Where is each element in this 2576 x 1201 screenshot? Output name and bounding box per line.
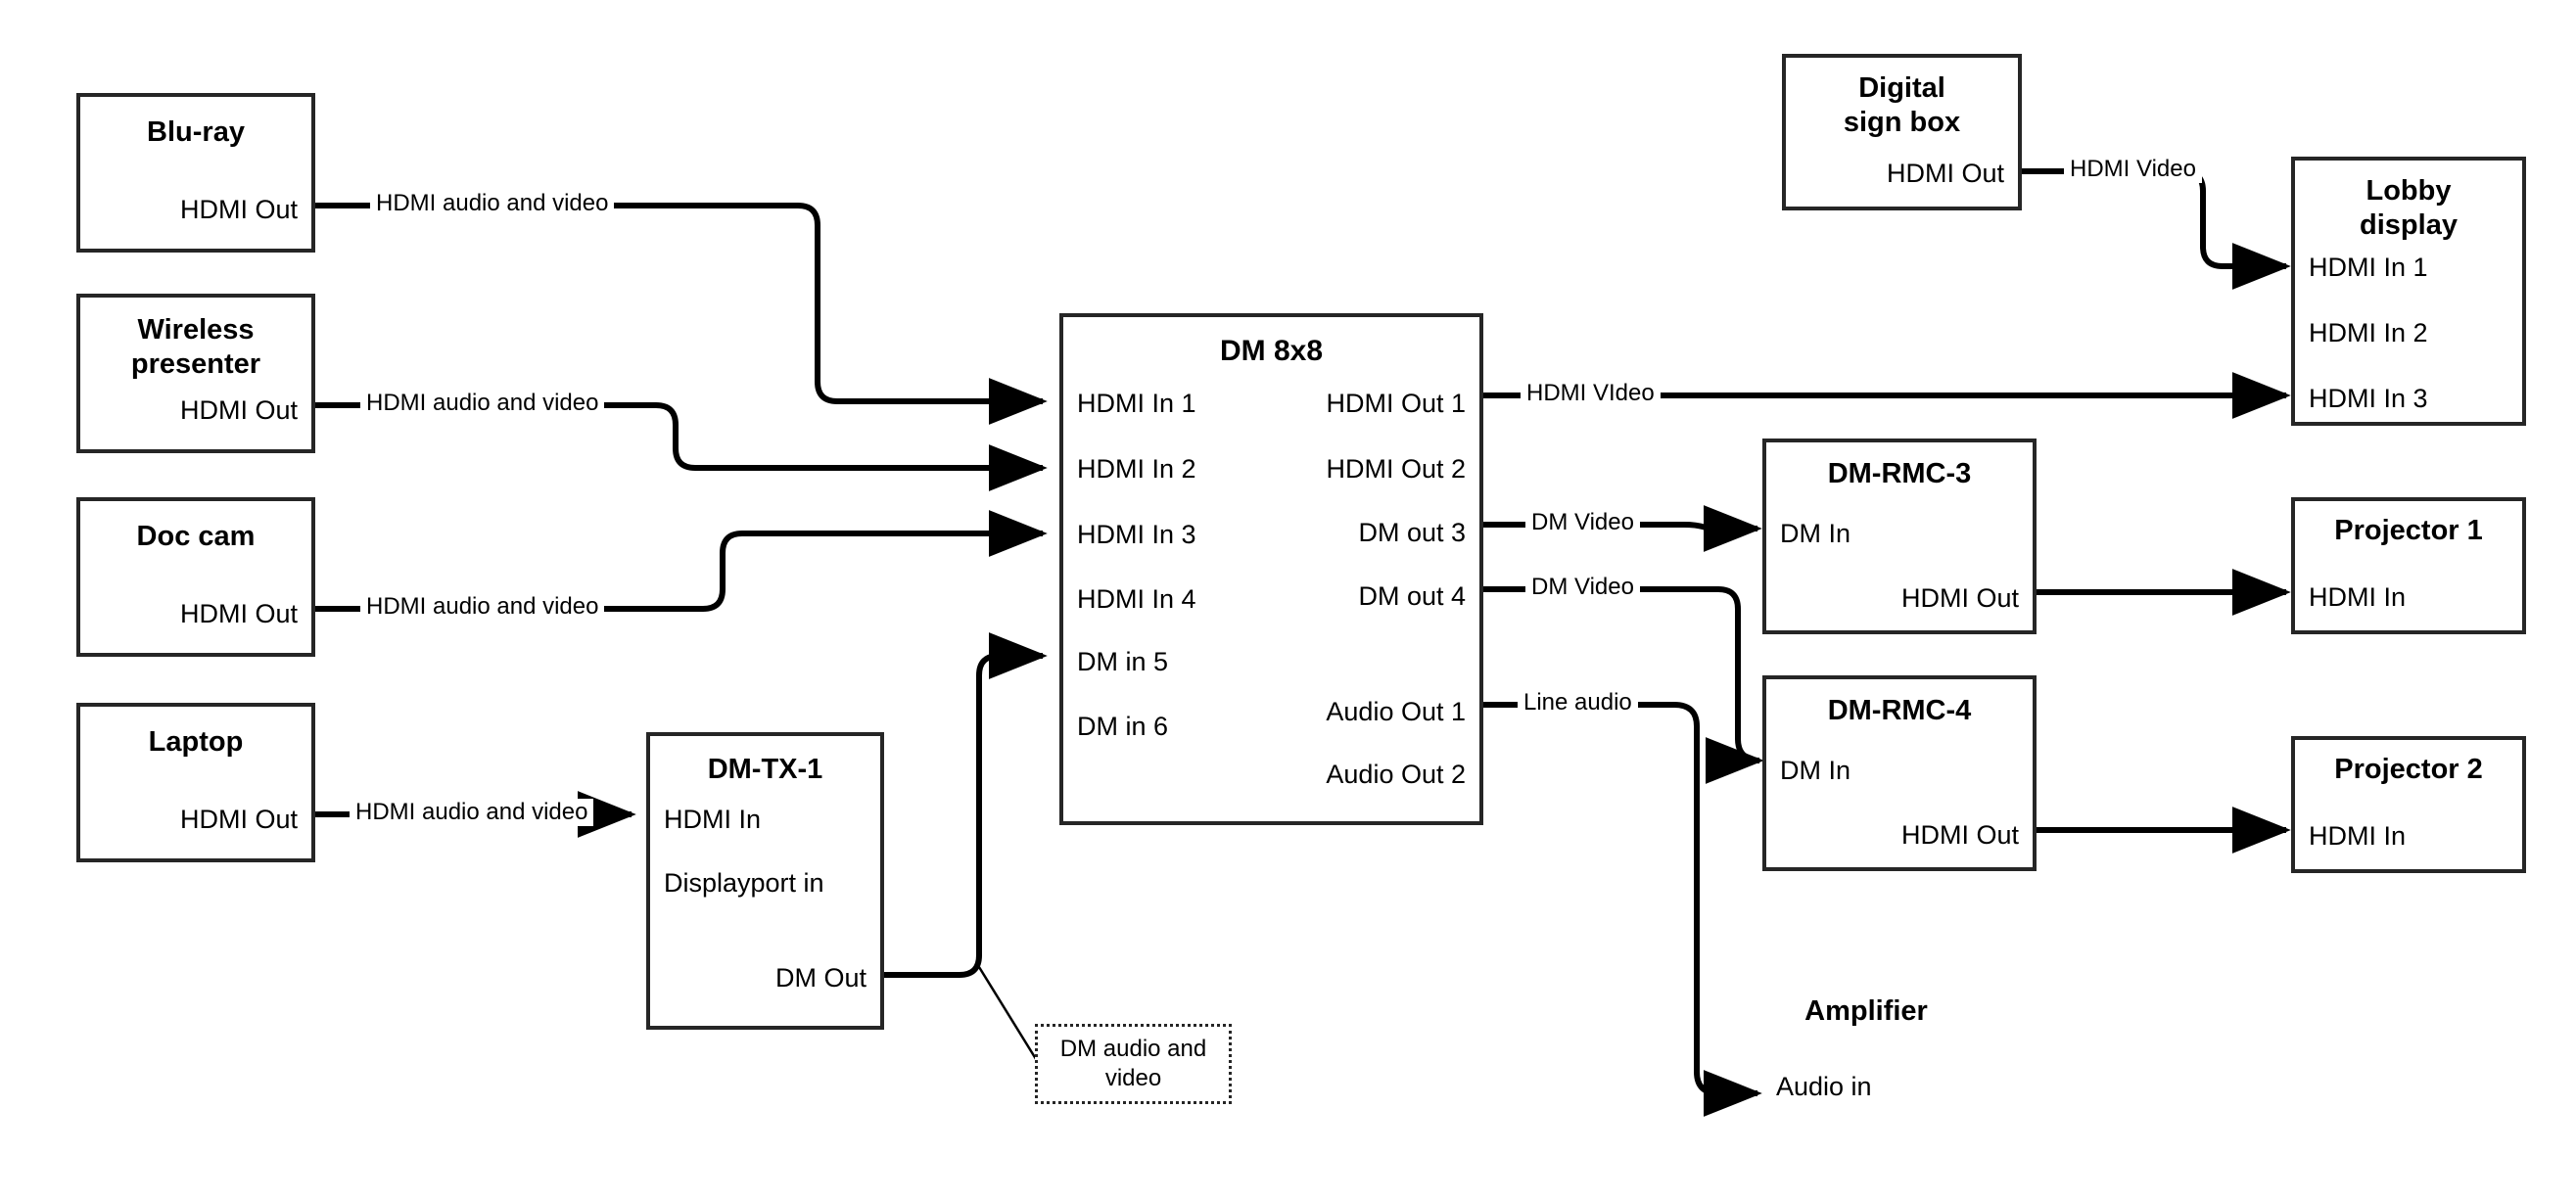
wire-dmtx1-to-dm8x8 [884,632,1048,978]
node-lobby-display-title: Lobby display [2360,175,2458,241]
node-lobby-display[interactable]: Lobby display HDMI In 1 HDMI In 2 HDMI I… [2291,157,2526,426]
wire-label-wireless-to-dm8x8: HDMI audio and video [360,390,605,417]
node-wireless-presenter-title: Wireless presenter [130,314,261,380]
node-bluray-title: Blu-ray [147,116,245,148]
node-wireless-presenter-port-hdmi-out: HDMI Out [179,395,298,425]
node-dm-rmc-3-port-dm-in: DM In [1780,519,1851,548]
node-dm-8x8-input-hdmi-in-2: HDMI In 2 [1077,454,1196,484]
node-dm-8x8-output-hdmi-out-2: HDMI Out 2 [1326,454,1466,484]
node-dm-rmc-3-port-hdmi-out: HDMI Out [1900,583,2019,613]
node-laptop[interactable]: Laptop HDMI Out [76,703,315,862]
node-dm-tx-1-port-displayport-in: Displayport in [664,868,824,898]
node-digital-sign-box[interactable]: Digital sign box HDMI Out [1782,54,2022,210]
node-laptop-title: Laptop [148,726,244,758]
node-dm-8x8-input-hdmi-in-1: HDMI In 1 [1077,389,1196,418]
node-dm-rmc-4-title: DM-RMC-4 [1827,695,1972,726]
node-dm-rmc-3[interactable]: DM-RMC-3 DM In HDMI Out [1762,439,2037,634]
wire-label-dm8x8-out1-to-lobby: HDMI VIdeo [1521,380,1661,407]
node-projector-2[interactable]: Projector 2 HDMI In [2291,736,2526,873]
node-projector-2-port-hdmi-in: HDMI In [2309,821,2407,851]
node-dm-tx-1-title: DM-TX-1 [707,754,823,785]
node-amplifier-port-audio-in: Audio in [1776,1072,1872,1101]
node-dm-8x8-output-audio-out-2: Audio Out 2 [1326,760,1466,789]
node-lobby-display-port-hdmi-in-2: HDMI In 2 [2309,318,2428,347]
node-projector-2-title: Projector 2 [2334,754,2483,785]
node-dm-8x8-input-dm-in-6: DM in 6 [1077,712,1169,741]
wire-label-doccam-to-dm8x8: HDMI audio and video [360,593,605,621]
wire-label-laptop-to-dmtx1: HDMI audio and video [350,799,594,826]
node-dm-8x8-output-audio-out-1: Audio Out 1 [1326,697,1466,726]
node-laptop-port-hdmi-out: HDMI Out [179,805,298,834]
node-lobby-display-port-hdmi-in-1: HDMI In 1 [2309,253,2428,282]
node-dm-rmc-3-title: DM-RMC-3 [1827,458,1972,489]
callout-dm-audio-and-video: DM audio and video [1035,1024,1232,1104]
wire-label-bluray-to-dm8x8: HDMI audio and video [370,190,615,217]
node-amplifier-box[interactable]: Amplifier Audio in [1762,984,1970,1101]
node-digital-sign-box-title: Digital sign box [1843,72,1961,138]
node-projector-1[interactable]: Projector 1 HDMI In [2291,497,2526,634]
node-bluray[interactable]: Blu-ray HDMI Out [76,93,315,253]
wire-bluray-to-dm8x8 [315,203,1048,425]
wire-label-sign-to-lobby: HDMI Video [2064,156,2202,183]
callout-leader-line [977,966,1043,1068]
node-dm-tx-1[interactable]: DM-TX-1 HDMI In Displayport in DM Out [646,732,884,1030]
node-digital-sign-box-port-hdmi-out: HDMI Out [1886,159,2004,188]
node-doc-cam[interactable]: Doc cam HDMI Out [76,497,315,657]
node-projector-1-port-hdmi-in: HDMI In [2309,582,2407,612]
node-dm-8x8-title: DM 8x8 [1219,335,1324,367]
node-dm-rmc-4-port-hdmi-out: HDMI Out [1900,820,2019,850]
node-dm-8x8-input-hdmi-in-3: HDMI In 3 [1077,520,1196,549]
node-dm-8x8-input-dm-in-5: DM in 5 [1077,647,1169,676]
node-projector-1-title: Projector 1 [2334,515,2483,546]
wire-dm8x8-audio1-to-amp [1483,702,1762,1117]
node-doc-cam-title: Doc cam [136,521,256,552]
node-dm-8x8-input-hdmi-in-4: HDMI In 4 [1077,584,1196,614]
node-bluray-port-hdmi-out: HDMI Out [179,195,298,224]
node-dm-8x8-output-dm-out-3: DM out 3 [1358,518,1466,547]
node-dm-8x8[interactable]: DM 8x8 HDMI In 1 HDMI In 2 HDMI In 3 HDM… [1059,313,1483,825]
node-amplifier-title: Amplifier [1804,995,1928,1027]
node-dm-8x8-output-hdmi-out-1: HDMI Out 1 [1326,389,1466,418]
node-dm-8x8-output-dm-out-4: DM out 4 [1358,581,1466,611]
node-dm-rmc-4-port-dm-in: DM In [1780,756,1851,785]
node-doc-cam-port-hdmi-out: HDMI Out [179,599,298,628]
wire-label-dm8x8-out4-to-rmc4: DM Video [1525,574,1640,601]
wire-label-dm8x8-audio1-to-amp: Line audio [1518,689,1638,716]
wire-sign-to-lobby [2022,168,2291,290]
node-dm-tx-1-port-dm-out: DM Out [774,963,866,993]
node-wireless-presenter[interactable]: Wireless presenter HDMI Out [76,294,315,453]
node-dm-rmc-4[interactable]: DM-RMC-4 DM In HDMI Out [1762,675,2037,871]
wire-dm8x8-out4-to-rmc4 [1483,586,1764,784]
node-dm-tx-1-port-hdmi-in: HDMI In [664,805,762,834]
wire-label-dm8x8-out3-to-rmc3: DM Video [1525,509,1640,536]
node-lobby-display-port-hdmi-in-3: HDMI In 3 [2309,384,2428,413]
